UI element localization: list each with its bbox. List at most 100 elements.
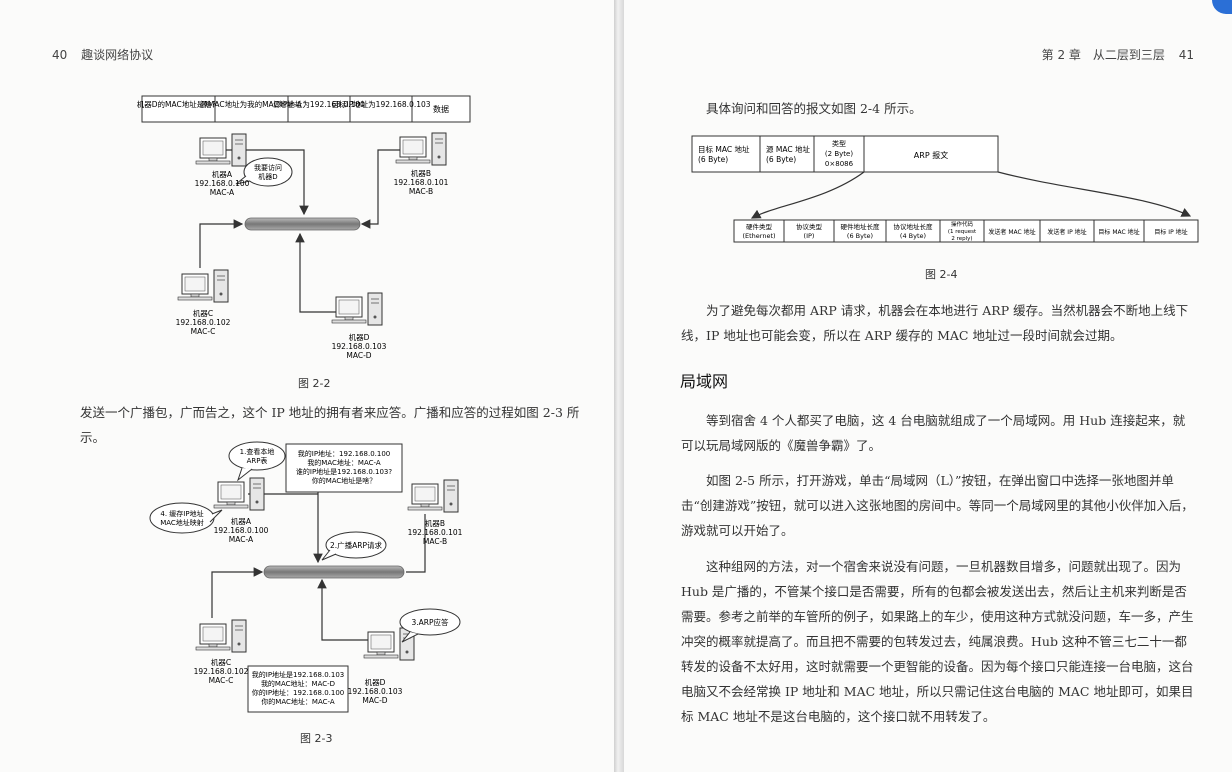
machine-a-name: 机器A [212, 169, 233, 179]
packet-field-4: 数据 [433, 104, 449, 114]
svg-text:(1 request: (1 request [948, 229, 977, 235]
hub-cable-2 [263, 565, 405, 579]
svg-text:(6 Byte): (6 Byte) [847, 232, 873, 240]
svg-text:硬件地址长度: 硬件地址长度 [841, 222, 881, 231]
machine-a-mac: MAC-A [210, 188, 235, 197]
figure-2-3-caption: 图 2-3 [300, 732, 333, 745]
svg-text:3.ARP应答: 3.ARP应答 [411, 617, 449, 627]
machine-c-ip: 192.168.0.102 [176, 318, 231, 327]
computer-a2-icon [213, 477, 265, 511]
svg-text:操作代码: 操作代码 [951, 220, 974, 228]
packet-field-3: 目标IP地址为192.168.0.103 [331, 99, 430, 109]
svg-text:目标 IP 地址: 目标 IP 地址 [1154, 228, 1187, 236]
frame-top: 目标 MAC 地址 (6 Byte) 源 MAC 地址 (6 Byte) 类型 … [691, 135, 999, 173]
machine-a-ip: 192.168.0.100 [195, 179, 250, 188]
link-b-2 [406, 514, 426, 573]
paragraph-intro: 具体询问和回答的报文如图 2-4 所示。 [706, 101, 922, 116]
left-page-header: 40 趣谈网络协议 [52, 46, 153, 63]
machine-a2-ip: 192.168.0.100 [214, 526, 269, 535]
svg-text:我的MAC地址：MAC-A: 我的MAC地址：MAC-A [307, 458, 381, 467]
right-page-header: 第 2 章 从二层到三层 41 [1042, 46, 1194, 63]
bubble-visit-d: 我要访问 机器D [235, 157, 293, 187]
svg-text:类型: 类型 [832, 139, 846, 148]
computer-b-icon [395, 132, 447, 166]
svg-text:你的MAC地址是啥？: 你的MAC地址是啥？ [312, 476, 377, 485]
hub-cable [244, 217, 361, 231]
machine-b2-ip: 192.168.0.101 [408, 528, 463, 537]
svg-text:(4 Byte): (4 Byte) [900, 232, 926, 240]
machine-d2-mac: MAC-D [362, 696, 387, 705]
figure-2-2-caption: 图 2-2 [298, 377, 331, 390]
svg-text:我要访问: 我要访问 [254, 163, 282, 172]
paragraph-lan-3: 这种组网的方法，对一个宿舍来说没有问题，一旦机器数目增多，问题就出现了。因为 H… [681, 559, 1194, 724]
book-gutter [614, 0, 624, 772]
svg-text:协议类型: 协议类型 [796, 222, 823, 231]
svg-text:发送者 IP 地址: 发送者 IP 地址 [1047, 228, 1086, 236]
link-d-2 [317, 578, 370, 641]
svg-text:(IP): (IP) [804, 232, 815, 240]
svg-text:发送者 MAC 地址: 发送者 MAC 地址 [988, 228, 1035, 236]
computer-d-icon [331, 292, 383, 326]
book-title: 趣谈网络协议 [81, 48, 154, 62]
packet-field-0: 机器D的MAC地址是啥？ [137, 99, 219, 109]
machine-c-mac: MAC-C [191, 327, 216, 336]
svg-text:目标 MAC 地址: 目标 MAC 地址 [698, 144, 750, 154]
svg-text:你的IP地址：192.168.0.100: 你的IP地址：192.168.0.100 [252, 688, 345, 697]
machine-a2-name: 机器A [231, 516, 252, 526]
machine-b-mac: MAC-B [409, 187, 433, 196]
link-a [226, 149, 309, 216]
corner-tab [1212, 0, 1232, 14]
svg-text:0×8086: 0×8086 [825, 160, 854, 168]
arp-request-box: 我的IP地址：192.168.0.100 我的MAC地址：MAC-A 谁的IP地… [285, 443, 403, 493]
svg-text:MAC地址映射: MAC地址映射 [160, 518, 204, 527]
machine-d-name: 机器D [349, 332, 370, 342]
right-page: 第 2 章 从二层到三层 41 [624, 0, 1232, 772]
machine-c2-mac: MAC-C [209, 676, 234, 685]
packet-header: 机器D的MAC地址是啥？ 源MAC地址为我的MAC地址-A 源IP地址为192.… [137, 95, 471, 123]
svg-text:你的MAC地址：MAC-A: 你的MAC地址：MAC-A [261, 697, 335, 706]
svg-text:(Ethernet): (Ethernet) [742, 232, 775, 240]
machine-d-ip: 192.168.0.103 [332, 342, 387, 351]
svg-text:我的IP地址：192.168.0.100: 我的IP地址：192.168.0.100 [298, 449, 391, 458]
bubble-broadcast: 2.广播ARP请求 [321, 531, 387, 561]
link-b [360, 149, 402, 229]
machine-b-ip: 192.168.0.101 [394, 178, 449, 187]
figure-2-3: 1.查看本地 ARP表 我的IP地址：192.168.0.100 我的MAC地址… [149, 441, 463, 713]
machine-c-name: 机器C [193, 308, 213, 318]
svg-text:机器D: 机器D [258, 172, 277, 181]
paragraph-arp-cache: 为了避免每次都用 ARP 请求，机器会在本地进行 ARP 缓存。当然机器会不断地… [681, 303, 1189, 343]
paragraph-broadcast: 发送一个广播包，广而告之，这个 IP 地址的拥有者来应答。广播和应答的过程如图 … [80, 405, 580, 445]
svg-text:4. 缓存IP地址: 4. 缓存IP地址 [160, 509, 203, 518]
expand-arrow-left [750, 171, 865, 219]
machine-c2-name: 机器C [211, 657, 231, 667]
svg-text:我的IP地址是192.168.0.103: 我的IP地址是192.168.0.103 [252, 670, 345, 679]
svg-text:2.广播ARP请求: 2.广播ARP请求 [330, 540, 383, 550]
bubble-check-arp: 1.查看本地 ARP表 [228, 441, 286, 482]
svg-text:(6 Byte): (6 Byte) [698, 155, 728, 164]
figure-2-4: 目标 MAC 地址 (6 Byte) 源 MAC 地址 (6 Byte) 类型 … [691, 135, 1199, 243]
svg-text:协议地址长度: 协议地址长度 [894, 222, 934, 231]
link-c [199, 219, 244, 268]
svg-text:ARP 报文: ARP 报文 [914, 150, 948, 160]
svg-text:2 reply): 2 reply) [951, 236, 972, 242]
svg-text:1.查看本地: 1.查看本地 [240, 447, 275, 456]
machine-b2-name: 机器B [425, 518, 445, 528]
svg-text:(6 Byte): (6 Byte) [766, 155, 796, 164]
svg-text:硬件类型: 硬件类型 [746, 222, 773, 231]
svg-text:谁的IP地址是192.168.0.103?: 谁的IP地址是192.168.0.103? [296, 467, 392, 476]
svg-text:我的MAC地址：MAC-D: 我的MAC地址：MAC-D [261, 679, 335, 688]
figure-2-4-caption: 图 2-4 [925, 268, 958, 281]
paragraph-lan-1: 等到宿舍 4 个人都买了电脑，这 4 台电脑就组成了一个局域网。用 Hub 连接… [681, 413, 1186, 453]
computer-a-icon [195, 133, 247, 167]
computer-d2-icon [363, 627, 415, 661]
arp-reply-box: 我的IP地址是192.168.0.103 我的MAC地址：MAC-D 你的IP地… [247, 665, 349, 713]
bubble-arp-reply: 3.ARP应答 [399, 608, 461, 643]
bubble-cache-mapping: 4. 缓存IP地址 MAC地址映射 [149, 502, 223, 534]
computer-c-icon [177, 269, 229, 303]
machine-a2-mac: MAC-A [229, 535, 254, 544]
expand-arrow-right [997, 171, 1192, 217]
paragraph-lan-2: 如图 2-5 所示，打开游戏，单击“局域网（L）”按钮，在弹出窗口中选择一张地图… [681, 473, 1194, 538]
arp-fields: 硬件类型 (Ethernet) 协议类型 (IP) 硬件地址长度 (6 Byte… [733, 219, 1199, 243]
figure-2-2: 机器D的MAC地址是啥？ 源MAC地址为我的MAC地址-A 源IP地址为192.… [137, 95, 471, 360]
